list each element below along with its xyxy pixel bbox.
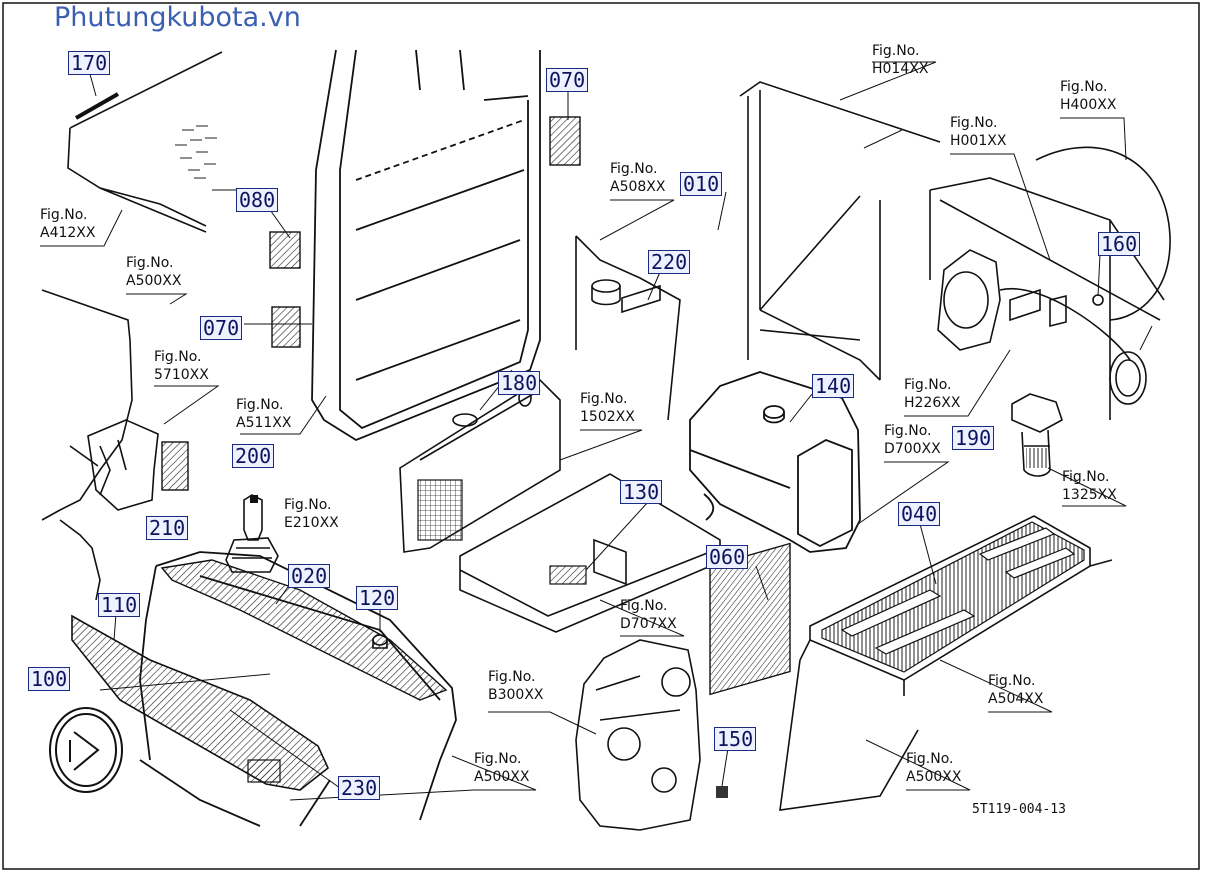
emblem-100-drawing: [49, 707, 123, 793]
floor-plate-drawing: [459, 473, 721, 633]
part-label-130[interactable]: 130: [620, 480, 663, 504]
fig-ref-1502xx[interactable]: Fig.No.1502XX: [580, 391, 635, 425]
engine-housing-drawing: [929, 146, 1171, 420]
fig-ref-a500xx-right[interactable]: Fig.No.A500XX: [906, 751, 962, 785]
decal-070-top-shape: [549, 116, 581, 166]
decal-210-shape: [161, 441, 189, 491]
fig-ref-d707xx[interactable]: Fig.No.D707XX: [620, 598, 677, 632]
part-label-070-top[interactable]: 070: [546, 68, 589, 92]
part-label-220[interactable]: 220: [648, 250, 691, 274]
fig-ref-h400xx[interactable]: Fig.No.H400XX: [1060, 79, 1117, 113]
battery-panel-drawing: [575, 235, 681, 421]
radiator-core-shape: [417, 479, 463, 541]
part-label-040[interactable]: 040: [898, 502, 941, 526]
part-label-180[interactable]: 180: [498, 371, 541, 395]
part-label-190[interactable]: 190: [952, 426, 995, 450]
fig-ref-a500xx-bottom[interactable]: Fig.No.A500XX: [474, 751, 530, 785]
part-label-150[interactable]: 150: [714, 727, 757, 751]
fuel-filter-drawing: [1011, 393, 1063, 477]
part-label-110[interactable]: 110: [98, 593, 141, 617]
fuel-tank-drawing: [689, 371, 861, 553]
part-label-010[interactable]: 010: [680, 172, 723, 196]
part-label-100[interactable]: 100: [28, 667, 71, 691]
fig-ref-a500xx-left[interactable]: Fig.No.A500XX: [126, 255, 182, 289]
fig-ref-h001xx[interactable]: Fig.No.H001XX: [950, 115, 1007, 149]
decal-150-shape: [716, 786, 728, 798]
grille-110-shape: [71, 614, 329, 791]
fig-ref-a504xx[interactable]: Fig.No.A504XX: [988, 673, 1044, 707]
part-label-140[interactable]: 140: [812, 374, 855, 398]
decal-230-shape: [247, 759, 281, 783]
fig-ref-a511xx[interactable]: Fig.No.A511XX: [236, 397, 292, 431]
site-watermark: Phutungkubota.vn: [54, 2, 301, 33]
filter-bowl-shape: [1026, 448, 1048, 468]
step-mat-040-shape: [821, 521, 1085, 673]
cap-120-drawing: [372, 634, 388, 649]
part-label-170[interactable]: 170: [68, 51, 111, 75]
fig-ref-1325xx[interactable]: Fig.No.1325XX: [1062, 469, 1117, 503]
step-mat-ribs-drawing: [840, 527, 1076, 655]
part-160-shape: [1092, 294, 1104, 306]
cab-frame-drawing: [311, 49, 541, 442]
part-label-070-left[interactable]: 070: [200, 316, 243, 340]
pattern-marks-drawing: [175, 125, 217, 179]
fig-ref-b300xx[interactable]: Fig.No.B300XX: [488, 669, 544, 703]
part-label-120[interactable]: 120: [356, 586, 399, 610]
part-label-210[interactable]: 210: [146, 516, 189, 540]
drawing-code: 5T119-004-13: [972, 802, 1066, 817]
fig-ref-e210xx[interactable]: Fig.No.E210XX: [284, 497, 339, 531]
bonnet-top-020-shape: [160, 559, 448, 701]
decal-070-left-shape: [271, 306, 301, 348]
part-label-080[interactable]: 080: [236, 188, 279, 212]
rear-frame-drawing: [739, 81, 941, 381]
fig-ref-5710xx[interactable]: Fig.No.5710XX: [154, 349, 209, 383]
decal-130-shape: [549, 565, 587, 585]
decal-060-shape: [709, 542, 791, 696]
fig-ref-h014xx[interactable]: Fig.No.H014XX: [872, 43, 929, 77]
part-label-060[interactable]: 060: [706, 545, 749, 569]
decal-080-shape: [269, 231, 301, 269]
fig-ref-h226xx[interactable]: Fig.No.H226XX: [904, 377, 961, 411]
leader-lines: [40, 61, 1153, 801]
fig-ref-d700xx[interactable]: Fig.No.D700XX: [884, 423, 941, 457]
part-label-160[interactable]: 160: [1098, 232, 1141, 256]
transmission-case-drawing: [575, 639, 701, 831]
fig-ref-a412xx[interactable]: Fig.No.A412XX: [40, 207, 96, 241]
top-left-panel-drawing: [67, 51, 223, 233]
part-label-230[interactable]: 230: [338, 776, 381, 800]
fig-ref-a508xx[interactable]: Fig.No.A508XX: [610, 161, 666, 195]
part-label-200[interactable]: 200: [232, 444, 275, 468]
step-plate-drawing: [779, 515, 1113, 811]
left-panel-drawing: [41, 289, 159, 601]
part-label-020[interactable]: 020: [288, 564, 331, 588]
lever-knob-shape: [250, 495, 258, 503]
